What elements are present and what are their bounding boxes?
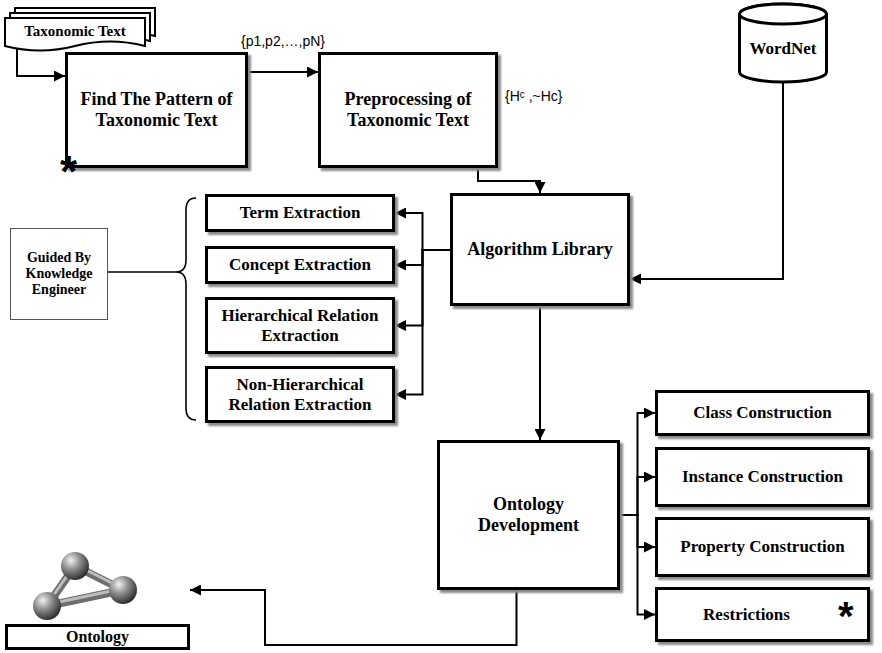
construction-box: Restrictions — [655, 587, 870, 642]
node-text: Restrictions — [703, 605, 790, 625]
connector-arrow — [395, 213, 450, 250]
connector-arrow — [539, 306, 541, 440]
node-text: Property Construction — [680, 537, 844, 557]
node-text: Concept Extraction — [229, 255, 371, 275]
document-stack: Taxonomic Text — [5, 18, 145, 52]
note-box: Guided By Knowledge Engineer — [10, 228, 108, 320]
node-text: WordNet — [749, 39, 816, 59]
extraction-box: Hierarchical Relation Extraction — [205, 297, 395, 354]
asterisk-mark: * — [838, 596, 854, 636]
connector-arrow — [620, 477, 655, 515]
document-page — [5, 18, 145, 51]
process-box: Find The Pattern of Taxonomic Text — [65, 52, 248, 168]
connector-arrow — [248, 71, 318, 73]
node-text: Term Extraction — [240, 203, 361, 223]
molecule-sphere — [109, 576, 137, 604]
edge-label: {p1,p2,…,pN} — [239, 33, 327, 49]
molecule-sphere — [61, 552, 89, 580]
connector-arrow — [478, 168, 540, 193]
database-cylinder: WordNet — [738, 4, 828, 82]
process-box: Preprocessing of Taxonomic Text — [318, 52, 498, 168]
connector-arrow — [190, 590, 517, 645]
node-text: Class Construction — [693, 403, 831, 423]
cylinder-top — [740, 4, 827, 24]
node-text: Ontology — [5, 624, 190, 650]
node-text: Taxonomic Text — [24, 23, 126, 40]
cylinder-body — [740, 4, 827, 82]
connector-arrow — [630, 82, 783, 279]
connector-arrow — [395, 250, 450, 395]
construction-box: Instance Construction — [655, 447, 870, 507]
extraction-box: Concept Extraction — [205, 246, 395, 284]
ontology-output: Ontology — [5, 550, 190, 650]
node-text: Algorithm Library — [467, 239, 613, 260]
library-box: Algorithm Library — [450, 193, 630, 306]
curly-bracket — [176, 198, 196, 420]
construction-box: Class Construction — [655, 390, 870, 436]
process-box: Ontology Development — [437, 440, 620, 590]
connector-arrow — [620, 413, 655, 515]
asterisk-mark: * — [60, 150, 77, 194]
molecule-sphere — [33, 592, 61, 620]
node-text: Ontology Development — [448, 494, 609, 535]
node-text: Hierarchical Relation Extraction — [216, 306, 384, 345]
node-text: Non-Hierarchical Relation Extraction — [216, 375, 384, 414]
edge-label: {Hᶜ ,~Hc} — [503, 88, 564, 104]
node-text: Preprocessing of Taxonomic Text — [329, 89, 487, 130]
extraction-box: Non-Hierarchical Relation Extraction — [205, 366, 395, 423]
connector-arrow — [17, 48, 65, 76]
node-text: Find The Pattern of Taxonomic Text — [76, 89, 237, 130]
construction-box: Property Construction — [655, 517, 870, 577]
bracket-leader — [108, 271, 176, 273]
extraction-box: Term Extraction — [205, 194, 395, 232]
node-text: Instance Construction — [682, 467, 843, 487]
connector-arrow — [620, 515, 655, 615]
node-text: Guided By Knowledge Engineer — [15, 250, 103, 298]
